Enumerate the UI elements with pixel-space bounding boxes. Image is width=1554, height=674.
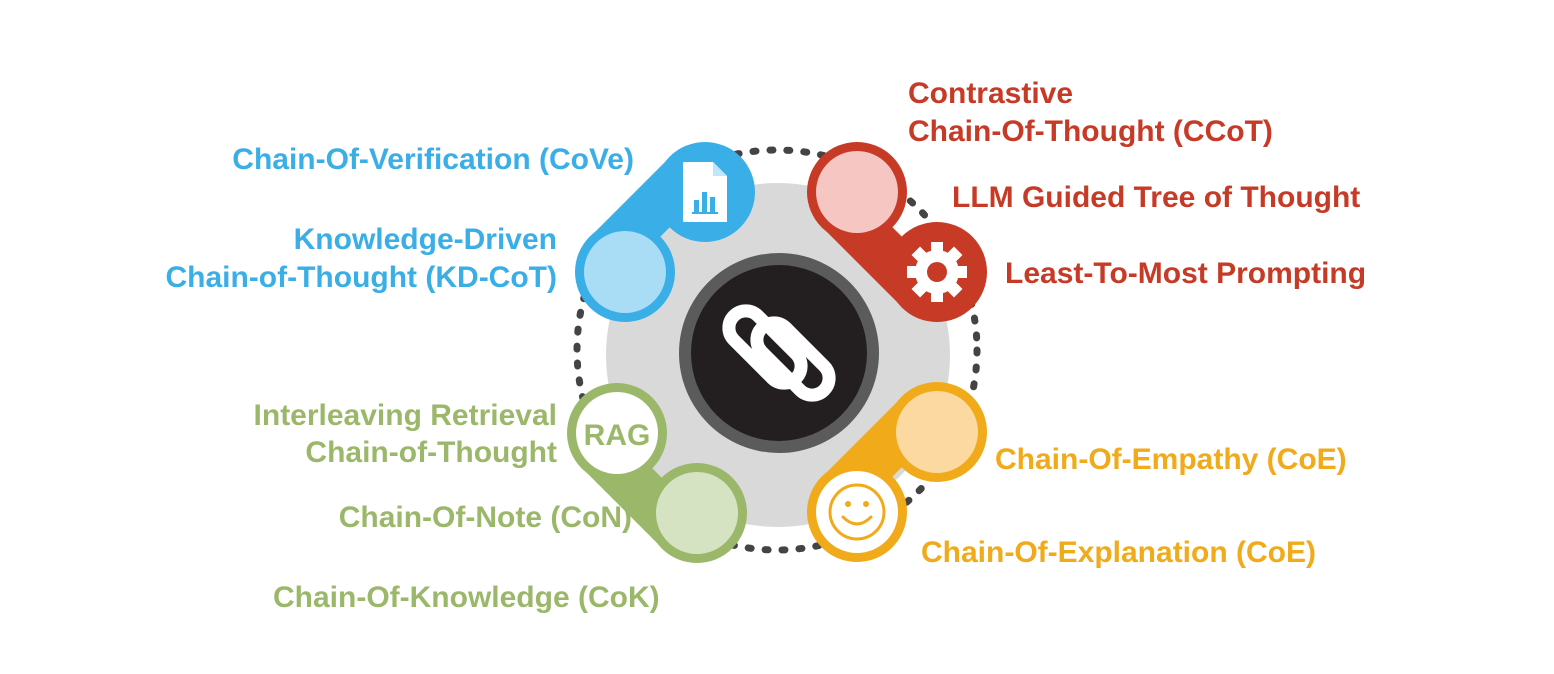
green-light-node xyxy=(656,472,738,554)
green-cluster: RAG xyxy=(567,383,747,563)
label-interleaving-retrieval: Interleaving Retrieval xyxy=(253,399,557,432)
red-cluster xyxy=(807,142,987,322)
blue-light-node xyxy=(584,231,666,313)
label-knowledge-driven: Knowledge-Driven xyxy=(293,223,557,256)
rag-node xyxy=(576,392,658,474)
document-chart-icon xyxy=(683,162,727,222)
label-chain-of-empathy: Chain-Of-Empathy (CoE) xyxy=(995,443,1347,476)
label-least-to-most-prompting: Least-To-Most Prompting xyxy=(1005,257,1367,290)
smiley-icon xyxy=(828,483,886,541)
orange-light-node xyxy=(896,391,978,473)
blue-cluster xyxy=(575,142,755,322)
label-contrastive: Contrastive xyxy=(908,77,1074,110)
red-light-node xyxy=(816,151,898,233)
dotted-ring xyxy=(573,146,981,554)
label-ccot: Chain-Of-Thought (CCoT) xyxy=(908,115,1273,148)
gear-icon xyxy=(907,242,967,302)
label-llm-guided-tree-of-thought: LLM Guided Tree of Thought xyxy=(952,181,1361,214)
label-chain-of-verification: Chain-Of-Verification (CoVe) xyxy=(232,143,634,176)
center-hub xyxy=(691,265,867,441)
label-chain-of-note: Chain-Of-Note (CoN) xyxy=(338,501,632,534)
label-chain-of-knowledge: Chain-Of-Knowledge (CoK) xyxy=(273,581,660,614)
rag-badge: RAG xyxy=(584,419,651,452)
label-interleaving-cot: Chain-of-Thought xyxy=(305,436,557,469)
chain-link-icon xyxy=(722,304,836,402)
label-chain-of-explanation: Chain-Of-Explanation (CoE) xyxy=(921,536,1316,569)
label-kd-cot: Chain-of-Thought (KD-CoT) xyxy=(165,261,557,294)
orange-cluster xyxy=(807,382,987,562)
